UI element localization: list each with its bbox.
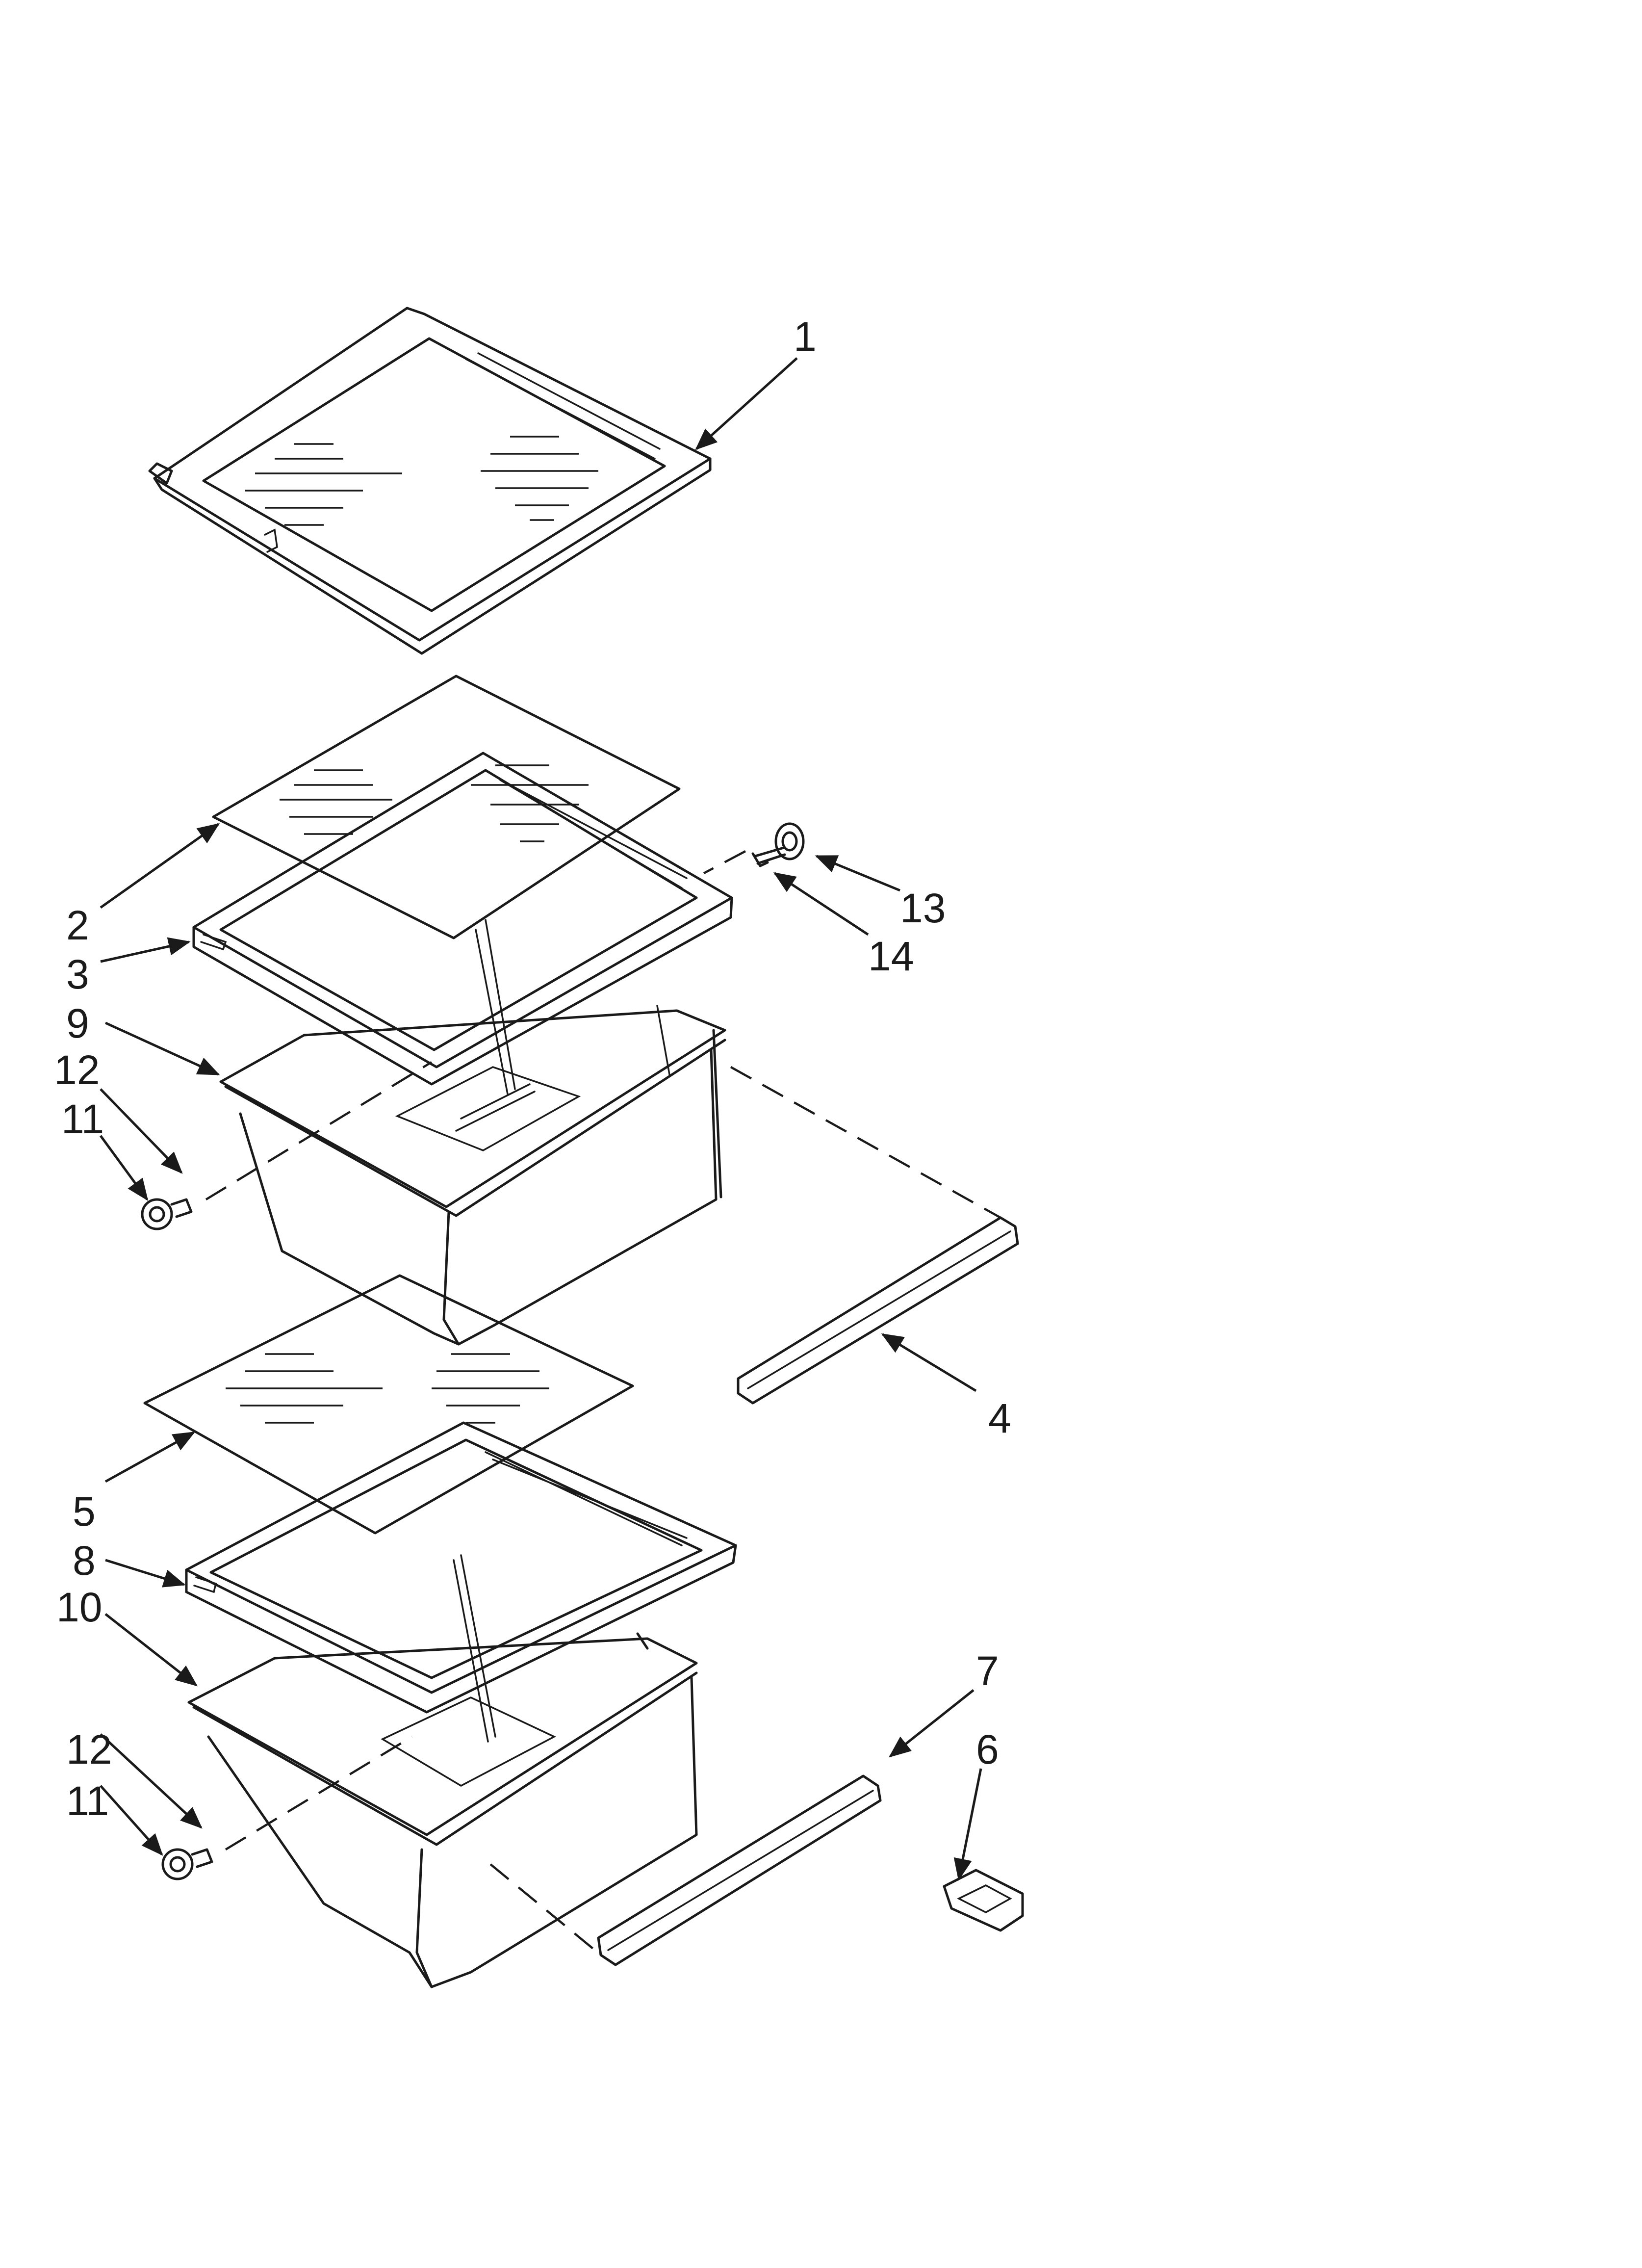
- callout-labels: 1 2 3 4 5 6 7 8 9 10 11 12 13 14 12 11: [54, 313, 1011, 1824]
- part-clip: [943, 1869, 1024, 1932]
- callout-11-lower: 11: [66, 1778, 109, 1824]
- part-lower-glass: [143, 1274, 634, 1535]
- leader-arrows: [99, 357, 982, 1881]
- part-wheel-lower-left: [161, 1848, 213, 1880]
- callout-3: 3: [66, 951, 89, 997]
- part-upper-crisper-drawer: [219, 919, 726, 1346]
- part-upper-handle-trim: [737, 1216, 1019, 1405]
- part-upper-glass: [212, 675, 681, 939]
- callout-1: 1: [794, 313, 817, 360]
- part-lower-cover-frame: [185, 1421, 737, 1714]
- callout-12-lower: 12: [66, 1726, 112, 1773]
- part-shelf-top: [148, 307, 712, 655]
- callout-6: 6: [976, 1726, 999, 1773]
- callout-4: 4: [988, 1395, 1011, 1441]
- part-wheel-13-screw-14: [751, 822, 805, 867]
- callout-10: 10: [56, 1584, 102, 1630]
- callout-13: 13: [900, 885, 946, 931]
- callout-5: 5: [73, 1488, 96, 1535]
- callout-12: 12: [54, 1047, 100, 1093]
- callout-9: 9: [66, 1000, 89, 1046]
- part-lower-handle-trim: [597, 1774, 882, 1966]
- assembly-dash-lines: [205, 850, 1001, 1956]
- callout-7: 7: [976, 1648, 999, 1694]
- glass-print-mark: [245, 436, 598, 526]
- callout-11: 11: [61, 1096, 104, 1142]
- callout-14: 14: [868, 933, 914, 979]
- callout-2: 2: [66, 902, 89, 948]
- part-upper-cover-frame: [192, 752, 733, 1086]
- part-wheel-upper-left: [141, 1198, 193, 1230]
- part-lower-crisper-drawer: [187, 1554, 698, 1988]
- callout-8: 8: [73, 1538, 96, 1584]
